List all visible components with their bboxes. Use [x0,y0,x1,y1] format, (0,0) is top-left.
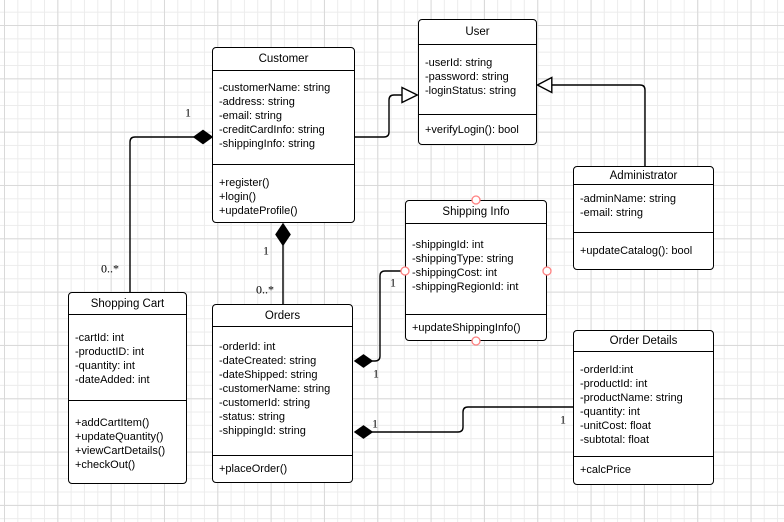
composition-diamond-icon [275,222,291,247]
attribute: -shippingRegionId: int [412,281,519,293]
attribute: -dateShipped: string [219,369,318,381]
attribute: -productName: string [580,392,683,404]
multiplicity-label: 1 [185,105,191,120]
attribute: -orderId:int [580,364,634,376]
attribute: -creditCardInfo: string [219,124,325,136]
attribute: -customerName: string [219,82,331,94]
attribute: -unitCost: float [580,420,651,432]
class-user[interactable]: User -userId: string -password: string -… [418,19,537,145]
multiplicity-label: 0..* [256,282,274,297]
class-shipping-info[interactable]: Shipping Info -shippingId: int -shipping… [405,200,547,341]
attribute: -shippingType: string [412,253,514,265]
method: +updateCatalog(): bool [580,245,693,257]
attribute: -cartId: int [75,332,124,344]
attribute: -customerId: string [219,397,311,409]
attribute: -shippingCost: int [412,267,497,279]
attribute: -dateAdded: int [75,374,150,386]
class-title-user: User [419,20,536,45]
composition-diamond-icon [353,354,374,368]
multiplicity-label: 1 [373,366,379,381]
class-title-shopping-cart: Shopping Cart [69,293,186,315]
attribute: -adminName: string [580,193,676,205]
attribute: -loginStatus: string [425,85,517,97]
class-title-orders: Orders [213,305,352,327]
generalization-arrow-icon [401,86,419,104]
attribute: -quantity: int [75,360,135,372]
method: +placeOrder() [219,463,288,475]
attribute: -dateCreated: string [219,355,317,367]
attribute: -status: string [219,411,286,423]
class-title-order-details: Order Details [574,331,713,352]
edge-customer-shopping-cart[interactable] [129,136,194,292]
class-shopping-cart[interactable]: Shopping Cart -cartId: int -productID: i… [68,292,187,484]
attribute: -userId: string [425,57,493,69]
method: +updateProfile() [219,205,298,217]
attribute: -email: string [580,207,643,219]
generalization-arrow-icon [535,76,553,94]
attribute: -customerName: string [219,383,331,395]
class-orders[interactable]: Orders -orderId: int -dateCreated: strin… [212,304,353,483]
attribute: -password: string [425,71,509,83]
attribute: -quantity: int [580,406,640,418]
class-order-details[interactable]: Order Details -orderId:int -productId: i… [573,330,714,485]
method: +checkOut() [75,459,136,471]
edge-orders-order-details[interactable] [372,406,573,433]
attribute: -address: string [219,96,295,108]
method: +updateShippingInfo() [412,322,521,334]
method: +login() [219,191,256,203]
method: +register() [219,177,270,189]
edge-orders-shipping-info[interactable] [372,270,405,362]
attribute: -shippingInfo: string [219,138,315,150]
class-title-customer: Customer [213,48,354,71]
attribute: -productID: int [75,346,145,358]
method: +viewCartDetails() [75,445,166,457]
composition-diamond-icon [353,425,374,439]
attribute: -shippingId: int [412,239,484,251]
method: +verifyLogin(): bool [425,124,519,136]
multiplicity-label: 1 [372,416,378,431]
attribute: -productId: int [580,378,648,390]
multiplicity-label: 0..* [101,261,119,276]
attribute: -email: string [219,110,282,122]
edge-administrator-user[interactable] [552,84,646,166]
attribute: -orderId: int [219,341,276,353]
method: +calcPrice [580,464,632,476]
multiplicity-label: 1 [263,243,269,258]
class-title-shipping-info: Shipping Info [406,201,546,224]
method: +updateQuantity() [75,431,164,443]
multiplicity-label: 1 [390,275,396,290]
edge-customer-user[interactable] [355,94,402,138]
class-title-administrator: Administrator [574,167,713,185]
attribute: -subtotal: float [580,434,650,446]
class-administrator[interactable]: Administrator -adminName: string -email:… [573,166,714,270]
multiplicity-label: 1 [560,412,566,427]
composition-diamond-icon [192,129,214,145]
class-customer[interactable]: Customer -customerName: string -address:… [212,47,355,223]
attribute: -shippingId: string [219,425,306,437]
method: +addCartItem() [75,417,150,429]
